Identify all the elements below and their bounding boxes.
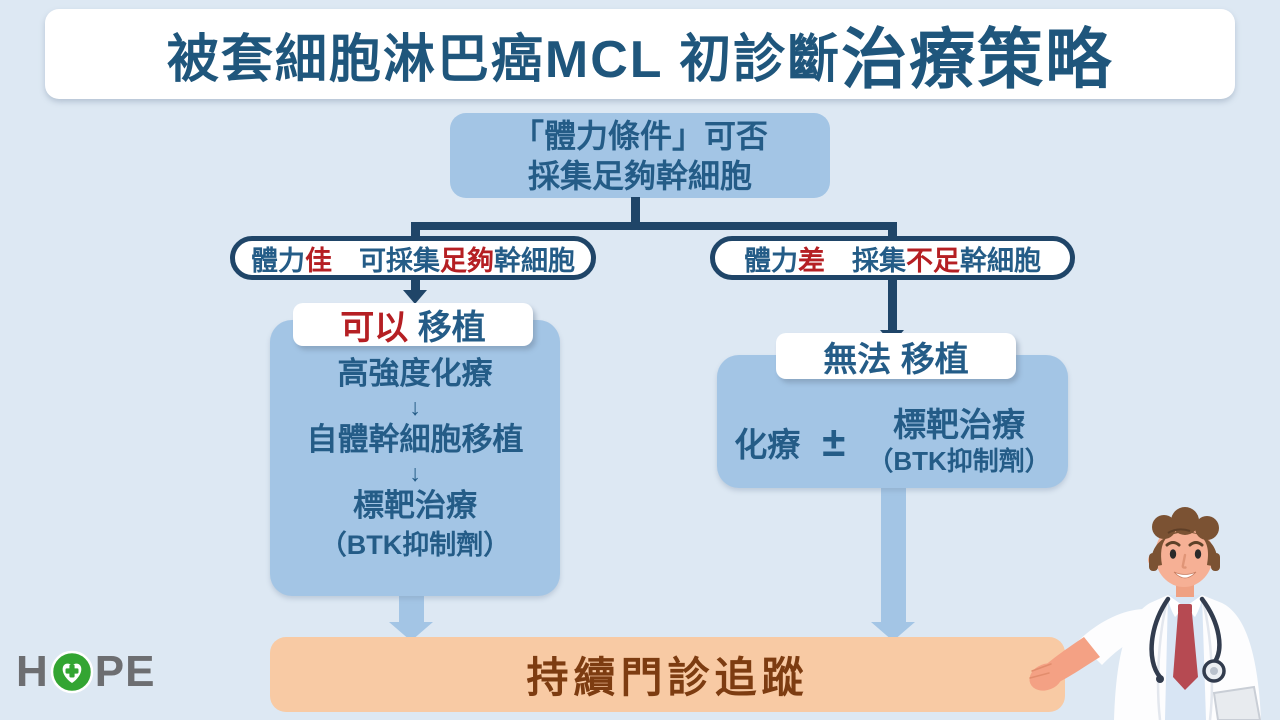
label-emphasis: 可以 [340, 309, 409, 347]
connector-right-vertical [888, 222, 897, 238]
condition-text-highlight: 不足 [906, 245, 960, 276]
plus-minus-symbol: ± [822, 417, 846, 465]
chemo-text: 化療 [734, 425, 801, 463]
treatment-step-3: 標靶治療 [353, 488, 477, 523]
root-question-line2: 採集足夠幹細胞 [527, 157, 752, 194]
connector-root-vertical [631, 197, 640, 224]
label-text: 移植 [408, 309, 486, 347]
targeted-therapy-detail: （BTK抑制劑） [867, 445, 1051, 476]
outcome-bar: 持續門診追蹤 [270, 637, 1065, 712]
connector-left-vertical [411, 222, 420, 238]
heart-cross-icon [50, 650, 94, 694]
targeted-therapy-text: 標靶治療 [893, 405, 1026, 443]
arrow-left-head-icon [403, 290, 427, 304]
root-question-box: 「體力條件」可否 採集足夠幹細胞 [450, 113, 830, 198]
condition-text: 採集 [825, 245, 906, 276]
root-question-line1: 「體力條件」可否 [511, 117, 768, 154]
label-can-transplant: 可以 移植 [293, 303, 533, 347]
condition-text-highlight: 足夠 [440, 245, 494, 276]
big-arrow-left-head-icon [389, 622, 433, 641]
treatment-box-transplant-path: 高強度化療 ↓ 自體幹細胞移植 ↓ 標靶治療 （BTK抑制劑） [270, 320, 560, 596]
hope-logo: H PE [16, 650, 155, 694]
down-arrow-icon: ↓ [409, 394, 421, 420]
outcome-text: 持續門診追蹤 [526, 654, 809, 701]
treatment-step-2: 自體幹細胞移植 [306, 422, 524, 457]
label-text: 無法 移植 [823, 340, 969, 379]
logo-letters-pe: PE [94, 647, 156, 696]
condition-text-highlight: 差 [798, 245, 825, 276]
condition-text: 可採集 [332, 245, 440, 276]
label-cannot-transplant: 無法 移植 [776, 333, 1016, 379]
connector-horizontal-split [411, 222, 897, 230]
arrow-left-shaft [411, 276, 420, 290]
title-banner: 被套細胞淋巴癌MCL 初診斷治療策略 [45, 9, 1235, 99]
condition-text-highlight: 佳 [305, 245, 332, 276]
condition-pill-poor-fitness: 體力差 採集不足幹細胞 [710, 236, 1075, 280]
condition-text: 幹細胞 [494, 245, 575, 276]
arrow-right-shaft [888, 276, 897, 330]
big-arrow-right-head-icon [871, 622, 915, 641]
page-title: 被套細胞淋巴癌MCL 初診斷 [166, 30, 842, 89]
logo-letter-h: H [16, 647, 49, 696]
doctor-illustration [1029, 507, 1262, 720]
page-title-emphasis: 治療策略 [841, 22, 1114, 96]
condition-text: 體力 [744, 245, 798, 276]
treatment-step-3-detail: （BTK抑制劑） [319, 530, 511, 560]
big-arrow-right-shaft [881, 486, 906, 622]
down-arrow-icon: ↓ [409, 460, 421, 486]
targeted-therapy-group: 標靶治療 （BTK抑制劑） [867, 406, 1050, 478]
condition-pill-good-fitness: 體力佳 可採集足夠幹細胞 [230, 236, 596, 280]
big-arrow-left-shaft [399, 594, 424, 622]
treatment-step-1: 高強度化療 [337, 356, 493, 391]
condition-text: 幹細胞 [960, 245, 1041, 276]
condition-text: 體力 [251, 245, 305, 276]
